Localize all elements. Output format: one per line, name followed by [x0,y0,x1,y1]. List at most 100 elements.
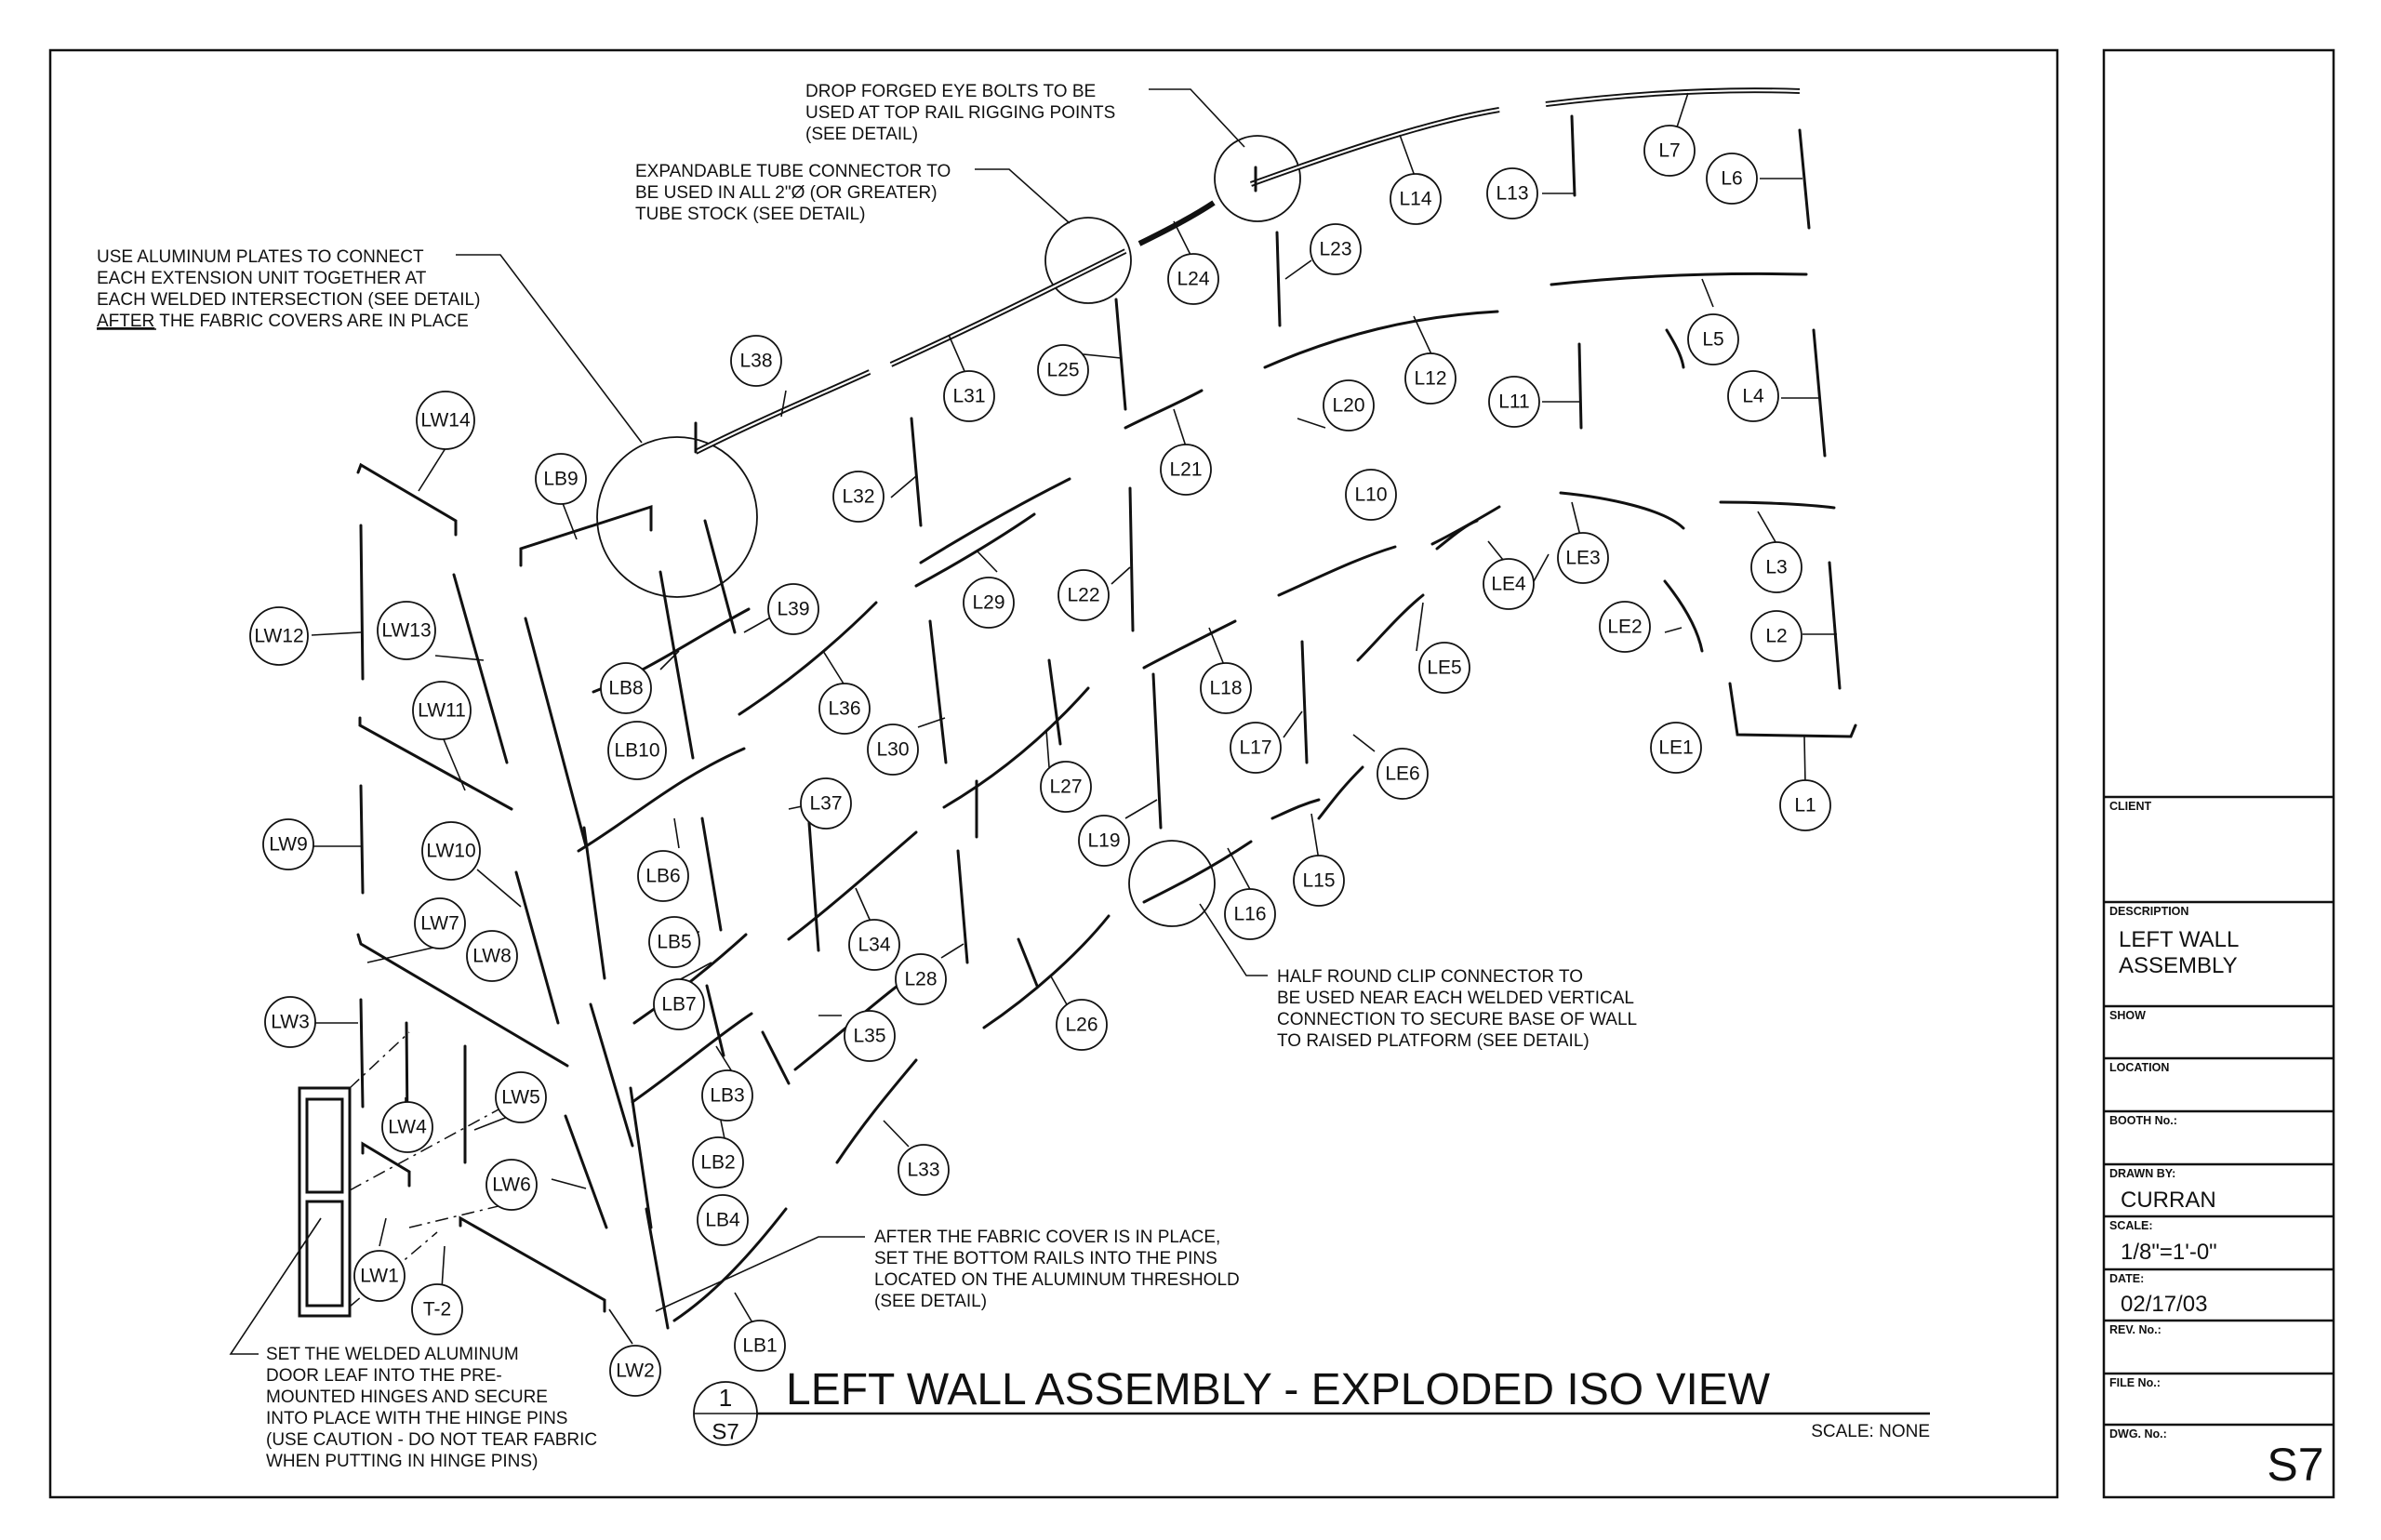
part-tag-bubble [1040,761,1092,813]
part-tag-bubble [848,919,900,971]
part-tag-bubble [1779,779,1831,831]
part-tag-lb9: LB9 [535,453,587,505]
part-tag-bubble [1750,610,1802,662]
part-tag-l16: L16 [1224,888,1276,940]
detail-sheet: S7 [712,1420,738,1445]
part-tag-le2: LE2 [1599,601,1651,653]
part-tag-bubble [800,777,852,830]
part-tag-bubble [607,721,667,780]
part-tag-lw11: LW11 [412,681,472,740]
part-tag-label: L37 [809,793,842,815]
part-tag-label: LW7 [420,913,459,935]
part-tag-label: T-2 [423,1299,451,1321]
part-tag-label: LW8 [472,946,512,967]
part-tag-l3: L3 [1750,541,1802,593]
part-tag-label: LW6 [492,1175,531,1196]
part-tag-label: LB8 [608,678,643,699]
client-label: CLIENT [2109,800,2152,813]
part-tag-l18: L18 [1200,662,1252,714]
part-tag-lw10: LW10 [421,821,481,881]
part-tag-label: L2 [1765,626,1787,647]
part-tag-label: LB2 [700,1152,735,1174]
part-tag-l39: L39 [767,583,819,635]
part-tag-l7: L7 [1643,125,1696,177]
part-tag-label: LB7 [661,994,696,1016]
part-tag-bubble [1200,662,1252,714]
svg-text:WHEN PUTTING IN HINGE PINS): WHEN PUTTING IN HINGE PINS) [266,1452,538,1471]
part-tag-label: L26 [1065,1015,1097,1036]
part-tag-bubble [697,1194,749,1246]
part-tag-bubble [1310,223,1362,275]
part-tag-lw6: LW6 [486,1159,538,1211]
scale-label: SCALE: [2109,1219,2153,1232]
part-tag-label: LB3 [710,1085,744,1107]
part-tag-bubble [1377,748,1429,800]
svg-text:SET THE WELDED ALUMINUM: SET THE WELDED ALUMINUM [266,1345,519,1364]
part-tag-label: LW10 [426,841,475,862]
part-tag-label: L24 [1177,269,1209,290]
part-tag-bubble [1057,569,1110,621]
wall-members [298,87,1857,1330]
part-tag-label: L4 [1742,386,1764,407]
part-tag-label: L38 [739,351,772,372]
dwg-label: DWG. No.: [2109,1427,2167,1440]
part-tag-bubble [1293,855,1345,907]
svg-text:BE USED NEAR EACH WELDED VERTI: BE USED NEAR EACH WELDED VERTICAL [1277,989,1634,1008]
detail-number: 1 [719,1384,732,1412]
part-tag-bubble [262,818,314,870]
scale-note: SCALE: NONE [1811,1422,1930,1441]
part-tag-l29: L29 [963,577,1015,629]
svg-text:LOCATED ON THE ALUMINUM THRESH: LOCATED ON THE ALUMINUM THRESHOLD [874,1270,1240,1290]
part-tag-bubble [1323,379,1375,431]
part-tag-bubble [1390,173,1442,225]
part-tag-l32: L32 [832,471,885,523]
part-tag-bubble [249,606,309,666]
drawing-title: LEFT WALL ASSEMBLY - EXPLODED ISO VIEW [786,1365,1771,1414]
part-tag-bubble [1345,469,1397,521]
svg-text:CONNECTION TO SECURE BASE OF W: CONNECTION TO SECURE BASE OF WALL [1277,1010,1637,1029]
part-tag-label: LB4 [705,1210,740,1231]
scale-value: 1/8"=1'-0" [2121,1240,2217,1265]
detail-circle-plates [596,436,758,598]
part-tag-bubble [421,821,481,881]
part-tag-label: L14 [1399,189,1431,210]
part-tag-bubble [895,953,947,1005]
drawn-by-value: CURRAN [2121,1188,2216,1213]
part-tag-bubble [600,662,652,714]
part-tag-bubble [1486,167,1538,219]
part-tag-lb4: LB4 [697,1194,749,1246]
part-tag-lw7: LW7 [414,897,466,949]
part-tag-label: LB5 [657,932,691,953]
svg-text:MOUNTED HINGES AND SECURE: MOUNTED HINGES AND SECURE [266,1387,548,1407]
part-tag-label: L31 [952,386,985,407]
part-tag-le5: LE5 [1418,642,1470,694]
date-label: DATE: [2109,1272,2144,1285]
part-tag-label: L33 [907,1160,939,1181]
part-tag-bubble [943,370,995,422]
part-tag-bubble [1418,642,1470,694]
part-tag-bubble [730,335,782,387]
part-tag-label: LB9 [543,469,578,490]
part-tag-l6: L6 [1706,153,1758,205]
part-tag-l31: L31 [943,370,995,422]
part-tag-label: L1 [1794,795,1816,816]
svg-text:(USE CAUTION - DO NOT TEAR FAB: (USE CAUTION - DO NOT TEAR FABRIC [266,1430,597,1450]
part-tag-bubble [867,724,919,776]
part-tag-l11: L11 [1488,376,1540,428]
part-tag-label: LW9 [269,834,308,856]
detail-circle-clip [1128,840,1216,927]
part-tag-label: LE4 [1491,574,1526,595]
detail-circle-tube-connector [1044,217,1132,304]
file-label: FILE No.: [2109,1376,2161,1389]
part-tag-l15: L15 [1293,855,1345,907]
svg-text:AFTER THE FABRIC COVER IS IN P: AFTER THE FABRIC COVER IS IN PLACE, [874,1228,1220,1247]
part-tag-l17: L17 [1230,722,1282,774]
part-tag-bubble [264,996,316,1048]
note-eye-bolts: DROP FORGED EYE BOLTS TO BE USED AT TOP … [805,82,1245,148]
part-tag-l23: L23 [1310,223,1362,275]
date-value: 02/17/03 [2121,1292,2207,1317]
part-tag-l13: L13 [1486,167,1538,219]
part-tag-bubble [1404,352,1457,405]
part-tag-bubble [466,930,518,982]
part-tag-label: L11 [1498,392,1529,413]
